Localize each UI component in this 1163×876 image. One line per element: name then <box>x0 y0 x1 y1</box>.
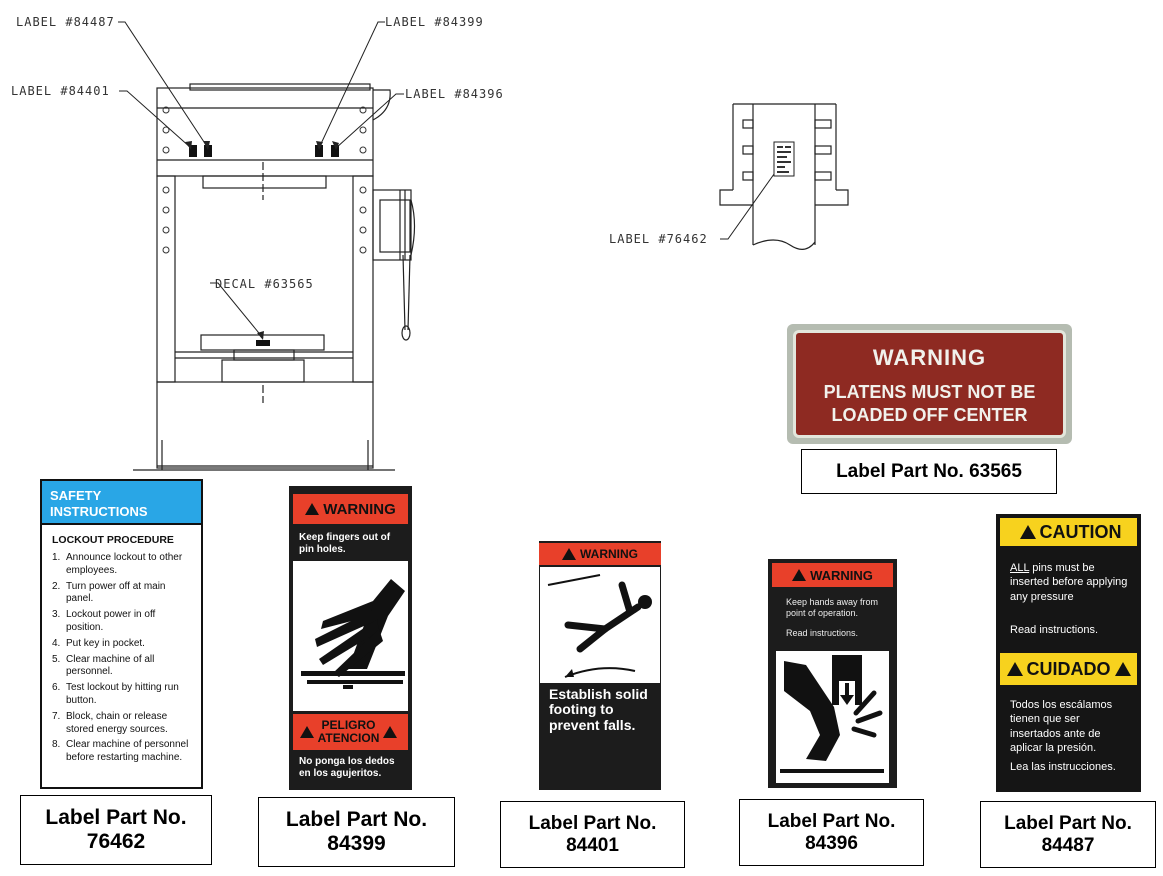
platen-warning-title: WARNING <box>872 345 987 370</box>
part-label-84399-line1: Label Part No. <box>285 807 428 831</box>
warning-text-84399: Keep fingers out of pin holes. <box>299 532 391 555</box>
lockout-step-text: Test lockout by hitting run button. <box>66 682 179 706</box>
warning-bar-84396: WARNING <box>772 563 893 587</box>
part-label-84399-line2: 84399 <box>327 832 386 855</box>
lockout-step: 8. Clear machine of personnel before rest… <box>52 739 195 765</box>
lockout-step: 1. Announce lockout to other employees. <box>52 552 195 578</box>
caution-triangle-icon <box>1019 525 1036 539</box>
warning-label-84399: WARNING Keep fingers out of pin holes. P… <box>289 486 412 790</box>
warning-title-84401: WARNING <box>580 547 638 561</box>
part-label-84396-line1: Label Part No. <box>767 810 896 832</box>
warning-text-84396: Keep hands away from point of operation. <box>786 597 879 618</box>
part-label-84487: Label Part No. 84487 <box>980 801 1156 868</box>
callout-84396: LABEL #84396 <box>405 87 504 101</box>
caution-triangle-icon <box>1114 662 1131 676</box>
lockout-step-number: 4. <box>52 637 61 649</box>
warning-title-84396: WARNING <box>810 567 873 583</box>
atencion-text: ATENCION <box>317 731 380 745</box>
warning-title-84399: WARNING <box>323 500 396 518</box>
warning-label-84396: WARNING Keep hands away from point of op… <box>768 559 897 788</box>
lockout-procedure-title: LOCKOUT PROCEDURE <box>52 534 174 546</box>
caution-english-text: ALL pins must be inserted before applyin… <box>1010 561 1132 604</box>
safety-instructions-label: SAFETY INSTRUCTIONS LOCKOUT PROCEDURE 1.… <box>40 479 203 789</box>
safety-header-line2: INSTRUCTIONS <box>50 503 148 519</box>
lockout-step: 2. Turn power off at main panel. <box>52 581 195 607</box>
warning-triangle-icon <box>305 503 320 515</box>
lockout-step-number: 3. <box>52 609 61 621</box>
part-label-84396: Label Part No. 84396 <box>739 799 924 866</box>
warning-triangle-icon <box>299 726 314 738</box>
warning-triangle-icon <box>383 726 398 738</box>
peligro-text: PELIGRO <box>321 717 376 732</box>
read-instructions-84396: Read instructions. <box>786 628 859 638</box>
part-label-84401-line1: Label Part No. <box>528 812 657 834</box>
platen-warning-decal: WARNING PLATENS MUST NOT BE LOADED OFF C… <box>787 324 1072 444</box>
hand-pin-icon <box>301 579 405 689</box>
caution-label-84487: CAUTION ALL pins must be inserted before… <box>996 514 1141 792</box>
warning-triangle-icon <box>562 548 576 560</box>
part-label-84487-line1: Label Part No. <box>1004 812 1132 834</box>
lockout-step: 7. Block, chain or release stored energy … <box>52 711 195 737</box>
caution-read-instructions: Read instructions. <box>1010 624 1099 636</box>
callout-84401: LABEL #84401 <box>11 84 110 98</box>
lockout-step-number: 5. <box>52 653 61 665</box>
warning-triangle-icon <box>792 569 807 581</box>
safety-header: SAFETY INSTRUCTIONS <box>42 481 201 525</box>
lockout-step-text: Clear machine of all personnel. <box>66 653 155 678</box>
spanish-text-84399: No ponga los dedos en los agujeritos. <box>299 756 395 779</box>
part-label-76462-line2: 76462 <box>86 830 146 853</box>
safety-header-line1: SAFETY <box>50 488 102 503</box>
lockout-step: 3. Lockout power in off position. <box>52 609 195 635</box>
caution-bar: CAUTION <box>1000 518 1137 546</box>
callout-76462: LABEL #76462 <box>609 232 708 246</box>
lockout-step: 5. Clear machine of all personnel. <box>52 654 195 680</box>
lockout-step: 4. Put key in pocket. <box>52 638 195 651</box>
lockout-step-number: 2. <box>52 580 61 592</box>
falling-person-pictogram <box>540 567 660 683</box>
lockout-step-text: Turn power off at main panel. <box>66 580 166 605</box>
caution-pins-text: pins must be inserted before applying an… <box>1010 562 1128 603</box>
warning-label-84401: WARNING Establish solid footing to preve… <box>539 541 661 790</box>
part-label-84401-line2: 84401 <box>566 834 619 856</box>
lockout-step-number: 7. <box>52 710 61 722</box>
lockout-step-number: 1. <box>52 552 61 563</box>
lockout-steps: 1. Announce lockout to other employees. 2.… <box>42 552 201 765</box>
platen-warning-line2: LOADED OFF CENTER <box>831 404 1028 425</box>
hand-crush-pictogram <box>776 651 889 783</box>
part-label-76462-line1: Label Part No. <box>45 805 187 829</box>
lockout-step-number: 8. <box>52 739 61 751</box>
callout-63565: DECAL #63565 <box>215 277 314 291</box>
part-label-84399: Label Part No. 84399 <box>258 797 455 867</box>
hand-crush-icon <box>780 655 884 773</box>
part-label-84487-line2: 84487 <box>1041 834 1095 856</box>
caution-triangle-icon <box>1006 662 1023 676</box>
caution-all-text: ALL <box>1010 562 1030 574</box>
lockout-step-text: Announce lockout to other employees. <box>66 552 183 576</box>
cuidado-read-instructions: Lea las instrucciones. <box>1010 761 1116 773</box>
warning-bar-84399: WARNING <box>293 494 408 524</box>
lockout-step: 6. Test lockout by hitting run button. <box>52 682 195 708</box>
lockout-step-text: Clear machine of personnel before restar… <box>66 739 189 764</box>
cuidado-title: CUIDADO <box>1026 658 1111 679</box>
lockout-step-text: Block, chain or release stored energy so… <box>66 710 168 735</box>
lockout-step-number: 6. <box>52 682 61 694</box>
callout-84487: LABEL #84487 <box>16 15 115 29</box>
caution-title: CAUTION <box>1039 521 1122 542</box>
lockout-step-text: Put key in pocket. <box>66 637 145 649</box>
platen-warning-line1: PLATENS MUST NOT BE <box>823 382 1036 402</box>
lockout-step-text: Lockout power in off position. <box>66 609 156 633</box>
part-label-76462: Label Part No. 76462 <box>20 795 212 865</box>
callout-84399: LABEL #84399 <box>385 15 484 29</box>
falling-person-icon <box>547 574 652 678</box>
warning-text-84401: Establish solid footing to prevent falls… <box>549 686 648 733</box>
cuidado-bar: CUIDADO <box>1000 653 1137 685</box>
warning-bar-84401: WARNING <box>539 543 661 565</box>
part-label-63565: Label Part No. 63565 <box>801 449 1057 494</box>
cuidado-spanish-text: Todos los escálamos tienen que ser inser… <box>1010 699 1113 754</box>
part-label-84401: Label Part No. 84401 <box>500 801 685 868</box>
pinch-hand-pictogram <box>293 561 408 711</box>
part-label-84396-line2: 84396 <box>805 832 858 854</box>
